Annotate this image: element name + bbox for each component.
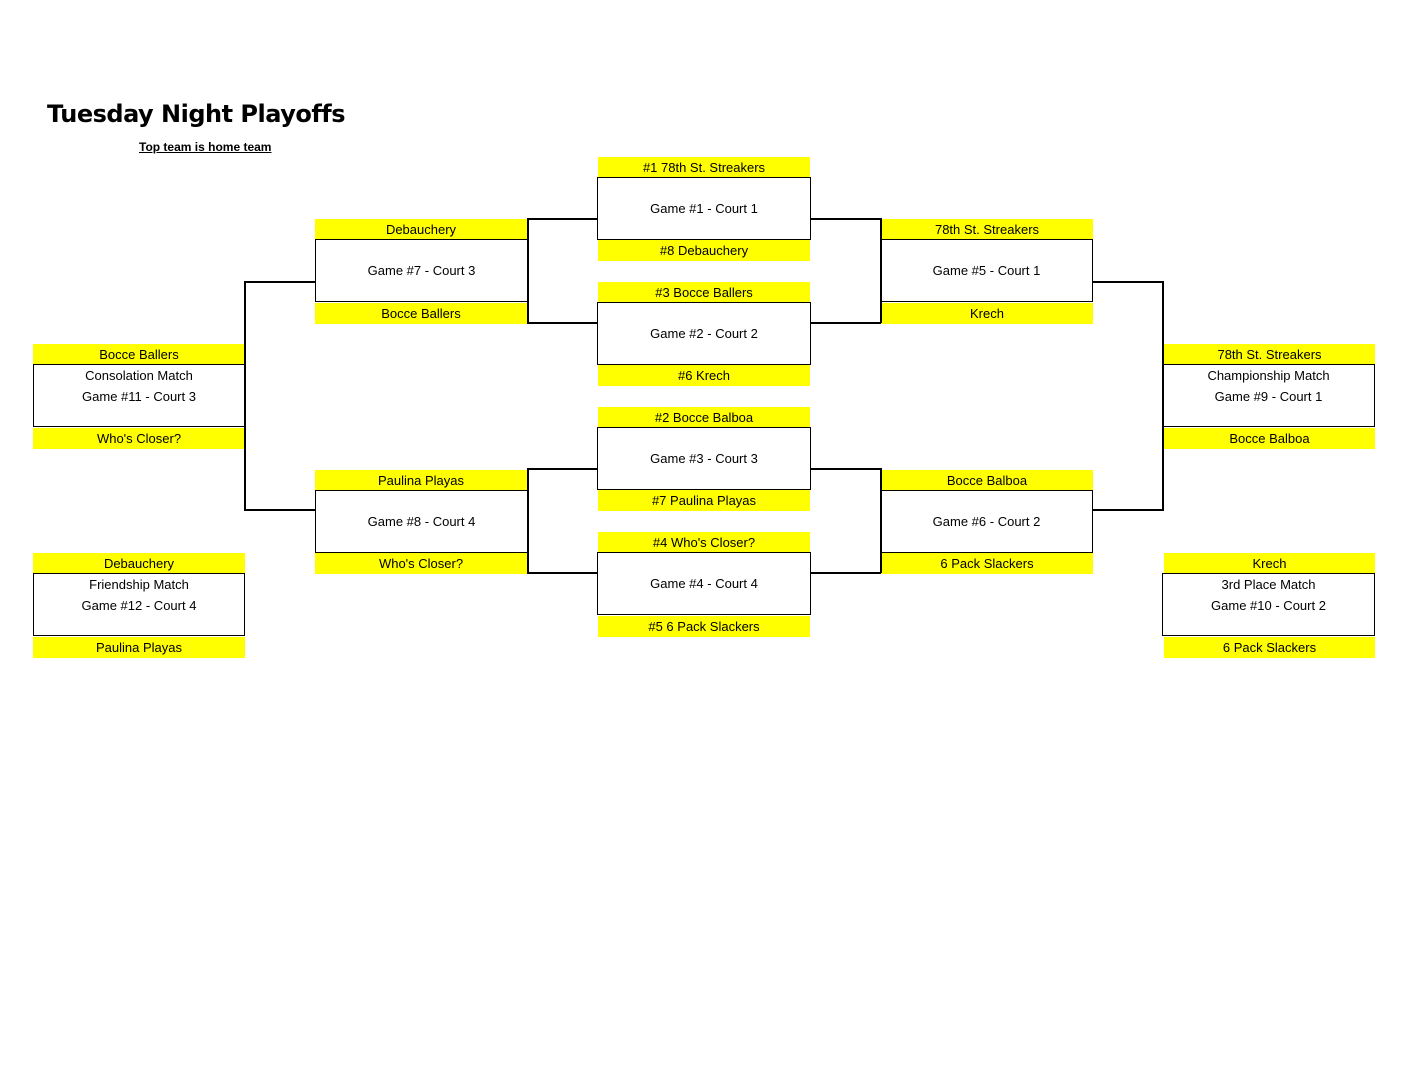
team-slot: Who's Closer? bbox=[315, 553, 527, 574]
match-label: 3rd Place Match bbox=[1221, 577, 1316, 592]
team-slot: Bocce Ballers bbox=[33, 344, 245, 365]
team-slot: Debauchery bbox=[33, 553, 245, 574]
game-label: Game #11 - Court 3 bbox=[82, 389, 196, 404]
game-label: Game #9 - Court 1 bbox=[1214, 389, 1323, 404]
team-slot: 78th St. Streakers bbox=[881, 219, 1093, 240]
bracket-connector bbox=[244, 281, 315, 283]
team-slot: Bocce Balboa bbox=[1164, 428, 1375, 449]
game-box: Game #7 - Court 3 bbox=[315, 239, 528, 302]
bracket-connector bbox=[527, 322, 598, 324]
game-box: Game #8 - Court 4 bbox=[315, 490, 528, 553]
game-box: 3rd Place Match Game #10 - Court 2 bbox=[1162, 573, 1375, 636]
game-box: Game #5 - Court 1 bbox=[880, 239, 1093, 302]
game-label: Game #12 - Court 4 bbox=[81, 598, 197, 613]
bracket-connector bbox=[527, 468, 598, 470]
bracket-connector bbox=[1093, 281, 1163, 283]
team-slot: #5 6 Pack Slackers bbox=[598, 616, 810, 637]
bracket-connector bbox=[244, 281, 246, 511]
bracket-connector bbox=[1093, 509, 1163, 511]
team-slot: Paulina Playas bbox=[33, 637, 245, 658]
team-slot: #6 Krech bbox=[598, 365, 810, 386]
page-title: Tuesday Night Playoffs bbox=[47, 100, 346, 128]
team-slot: #3 Bocce Ballers bbox=[598, 282, 810, 303]
team-slot: Krech bbox=[881, 303, 1093, 324]
game-label: Game #10 - Court 2 bbox=[1211, 598, 1326, 613]
game-box: Championship Match Game #9 - Court 1 bbox=[1162, 364, 1375, 427]
game-label: Game #7 - Court 3 bbox=[367, 263, 476, 278]
game-label: Game #4 - Court 4 bbox=[650, 576, 758, 591]
bracket-connector bbox=[880, 468, 882, 573]
bracket-connector bbox=[810, 322, 881, 324]
bracket-connector bbox=[810, 572, 881, 574]
team-slot: 6 Pack Slackers bbox=[881, 553, 1093, 574]
team-slot: Krech bbox=[1164, 553, 1375, 574]
game-box: Game #6 - Court 2 bbox=[880, 490, 1093, 553]
team-slot: Bocce Balboa bbox=[881, 470, 1093, 491]
team-slot: 78th St. Streakers bbox=[1164, 344, 1375, 365]
bracket-connector bbox=[527, 468, 529, 573]
game-box: Game #3 - Court 3 bbox=[597, 427, 811, 490]
bracket-connector bbox=[527, 572, 598, 574]
team-slot: #1 78th St. Streakers bbox=[598, 157, 810, 178]
game-box: Game #2 - Court 2 bbox=[597, 302, 811, 365]
game-box: Game #1 - Court 1 bbox=[597, 177, 811, 240]
game-label: Game #5 - Court 1 bbox=[932, 263, 1041, 278]
match-label: Friendship Match bbox=[89, 577, 189, 592]
team-slot: 6 Pack Slackers bbox=[1164, 637, 1375, 658]
team-slot: Paulina Playas bbox=[315, 470, 527, 491]
match-label: Championship Match bbox=[1207, 368, 1330, 383]
game-box: Friendship Match Game #12 - Court 4 bbox=[33, 573, 245, 636]
bracket-connector bbox=[810, 468, 881, 470]
bracket-connector bbox=[1162, 281, 1164, 511]
game-label: Game #2 - Court 2 bbox=[650, 326, 758, 341]
game-label: Game #8 - Court 4 bbox=[367, 514, 476, 529]
bracket-connector bbox=[527, 218, 598, 220]
game-box: Consolation Match Game #11 - Court 3 bbox=[33, 364, 245, 427]
game-label: Game #1 - Court 1 bbox=[650, 201, 758, 216]
game-label: Game #6 - Court 2 bbox=[932, 514, 1041, 529]
page-subtitle: Top team is home team bbox=[139, 140, 272, 154]
game-box: Game #4 - Court 4 bbox=[597, 552, 811, 615]
match-label: Consolation Match bbox=[85, 368, 193, 383]
bracket-connector bbox=[527, 218, 529, 323]
bracket-connector bbox=[244, 509, 315, 511]
bracket-connector bbox=[880, 218, 882, 323]
team-slot: #2 Bocce Balboa bbox=[598, 407, 810, 428]
team-slot: Who's Closer? bbox=[33, 428, 245, 449]
game-label: Game #3 - Court 3 bbox=[650, 451, 758, 466]
team-slot: Bocce Ballers bbox=[315, 303, 527, 324]
team-slot: Debauchery bbox=[315, 219, 527, 240]
team-slot: #7 Paulina Playas bbox=[598, 490, 810, 511]
team-slot: #4 Who's Closer? bbox=[598, 532, 810, 553]
team-slot: #8 Debauchery bbox=[598, 240, 810, 261]
bracket-connector bbox=[810, 218, 881, 220]
